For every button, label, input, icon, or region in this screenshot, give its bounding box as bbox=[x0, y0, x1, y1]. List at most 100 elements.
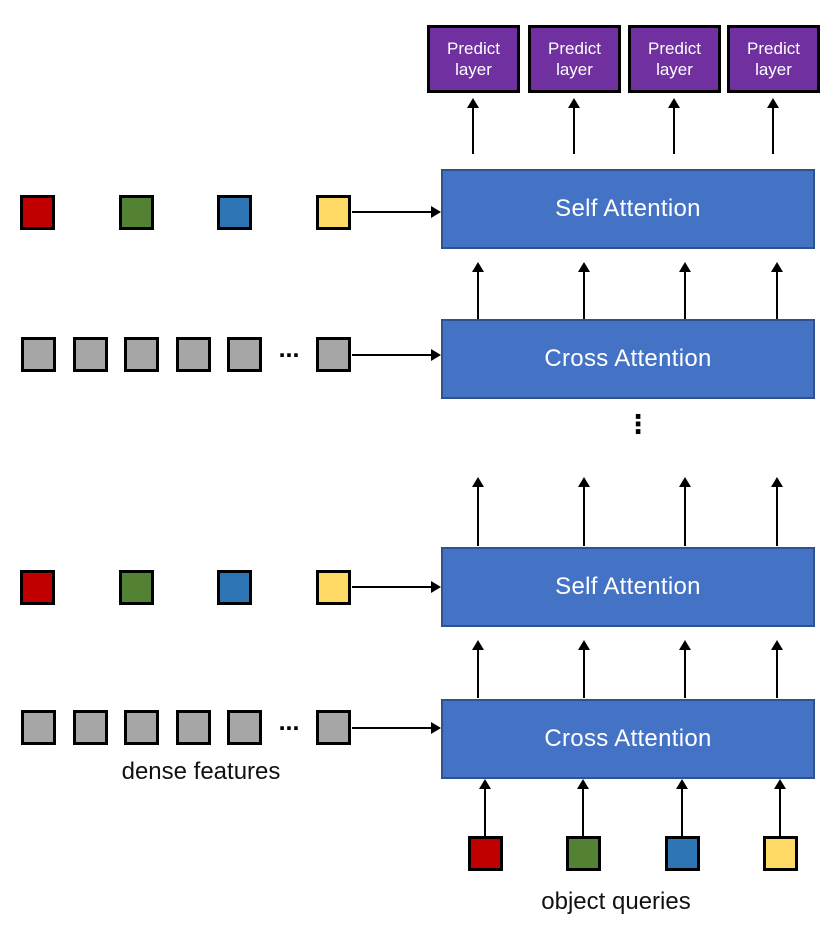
arrow-shaft bbox=[583, 487, 585, 546]
dense-features-label: dense features bbox=[121, 758, 281, 785]
arrow-right bbox=[352, 349, 441, 361]
arrow-shaft bbox=[352, 586, 431, 588]
arrow-shaft bbox=[582, 789, 584, 836]
self-attention-label: Self Attention bbox=[555, 573, 701, 600]
gray-token bbox=[315, 710, 351, 745]
arrow-head bbox=[676, 779, 688, 789]
arrow-shaft bbox=[484, 789, 486, 836]
query-token-row-top bbox=[20, 195, 351, 230]
arrow-up bbox=[774, 779, 786, 836]
arrow-up bbox=[767, 98, 779, 154]
arrow-head bbox=[577, 779, 589, 789]
ellipsis-vertical: ⋮ bbox=[625, 410, 651, 440]
green-token bbox=[566, 836, 602, 871]
arrow-head bbox=[431, 722, 441, 734]
arrow-up bbox=[679, 262, 691, 319]
arrow-head bbox=[568, 98, 580, 108]
arrow-head bbox=[472, 640, 484, 650]
arrow-head bbox=[679, 640, 691, 650]
arrow-up bbox=[676, 779, 688, 836]
arrow-right bbox=[352, 206, 441, 218]
red-token bbox=[20, 195, 55, 230]
cross-attention-label: Cross Attention bbox=[544, 725, 712, 752]
blue-token bbox=[217, 195, 253, 230]
arrow-up bbox=[771, 477, 783, 546]
arrow-head bbox=[479, 779, 491, 789]
arrow-right bbox=[352, 722, 441, 734]
arrow-head bbox=[679, 262, 691, 272]
arrow-up bbox=[771, 262, 783, 319]
arrow-up bbox=[679, 477, 691, 546]
gray-token bbox=[175, 710, 211, 745]
arrow-head bbox=[578, 640, 590, 650]
green-token bbox=[118, 570, 154, 605]
gray-token bbox=[227, 337, 263, 372]
predict-layer-box: Predict layer bbox=[427, 25, 520, 93]
arrow-shaft bbox=[776, 272, 778, 319]
red-token bbox=[468, 836, 503, 871]
blue-token bbox=[664, 836, 700, 871]
cross-attention-block-bottom: Cross Attention bbox=[441, 699, 815, 779]
arrow-shaft bbox=[583, 272, 585, 319]
query-token-row-bottom bbox=[20, 570, 351, 605]
self-attention-block-top: Self Attention bbox=[441, 169, 815, 249]
arrow-shaft bbox=[779, 789, 781, 836]
predict-layer-label: Predict layer bbox=[447, 39, 500, 79]
arrow-head bbox=[771, 262, 783, 272]
arrow-shaft bbox=[684, 272, 686, 319]
arrow-head bbox=[467, 98, 479, 108]
arrow-up bbox=[578, 640, 590, 698]
arrow-shaft bbox=[573, 108, 575, 154]
yellow-token bbox=[315, 195, 351, 230]
arrow-shaft bbox=[673, 108, 675, 154]
object-queries-label: object queries bbox=[541, 888, 691, 915]
arrow-shaft bbox=[776, 487, 778, 546]
arrow-shaft bbox=[472, 108, 474, 154]
arrow-head bbox=[578, 262, 590, 272]
arrow-up bbox=[668, 98, 680, 154]
red-token bbox=[20, 570, 55, 605]
gray-token bbox=[72, 710, 108, 745]
arrow-shaft bbox=[352, 727, 431, 729]
arrow-up bbox=[771, 640, 783, 698]
arrow-up bbox=[578, 477, 590, 546]
arrow-head bbox=[431, 581, 441, 593]
arrow-shaft bbox=[772, 108, 774, 154]
self-attention-block-bottom: Self Attention bbox=[441, 547, 815, 627]
arrow-up bbox=[472, 640, 484, 698]
arrow-shaft bbox=[352, 354, 431, 356]
arrow-right bbox=[352, 581, 441, 593]
feature-token-row-top: ... bbox=[21, 337, 351, 372]
arrow-head bbox=[679, 477, 691, 487]
arrow-head bbox=[472, 262, 484, 272]
arrow-head bbox=[431, 206, 441, 218]
arrow-head bbox=[472, 477, 484, 487]
arrow-head bbox=[774, 779, 786, 789]
feature-token-row-bottom: ... bbox=[21, 710, 351, 745]
arrow-shaft bbox=[684, 650, 686, 698]
ellipsis-horizontal: ... bbox=[278, 708, 300, 736]
arrow-up bbox=[577, 779, 589, 836]
cross-attention-block-top: Cross Attention bbox=[441, 319, 815, 399]
arrow-up bbox=[568, 98, 580, 154]
ellipsis-horizontal: ... bbox=[278, 335, 300, 363]
gray-token bbox=[315, 337, 351, 372]
gray-token bbox=[72, 337, 108, 372]
arrow-shaft bbox=[684, 487, 686, 546]
arrow-up bbox=[479, 779, 491, 836]
blue-token bbox=[217, 570, 253, 605]
arrow-shaft bbox=[477, 272, 479, 319]
arrow-head bbox=[767, 98, 779, 108]
predict-layer-label: Predict layer bbox=[548, 39, 601, 79]
predict-layer-box: Predict layer bbox=[727, 25, 820, 93]
arrow-shaft bbox=[477, 650, 479, 698]
arrow-shaft bbox=[477, 487, 479, 546]
arrow-head bbox=[578, 477, 590, 487]
gray-token bbox=[124, 710, 160, 745]
self-attention-label: Self Attention bbox=[555, 195, 701, 222]
gray-token bbox=[175, 337, 211, 372]
gray-token bbox=[124, 337, 160, 372]
arrow-head bbox=[771, 640, 783, 650]
arrow-up bbox=[472, 262, 484, 319]
